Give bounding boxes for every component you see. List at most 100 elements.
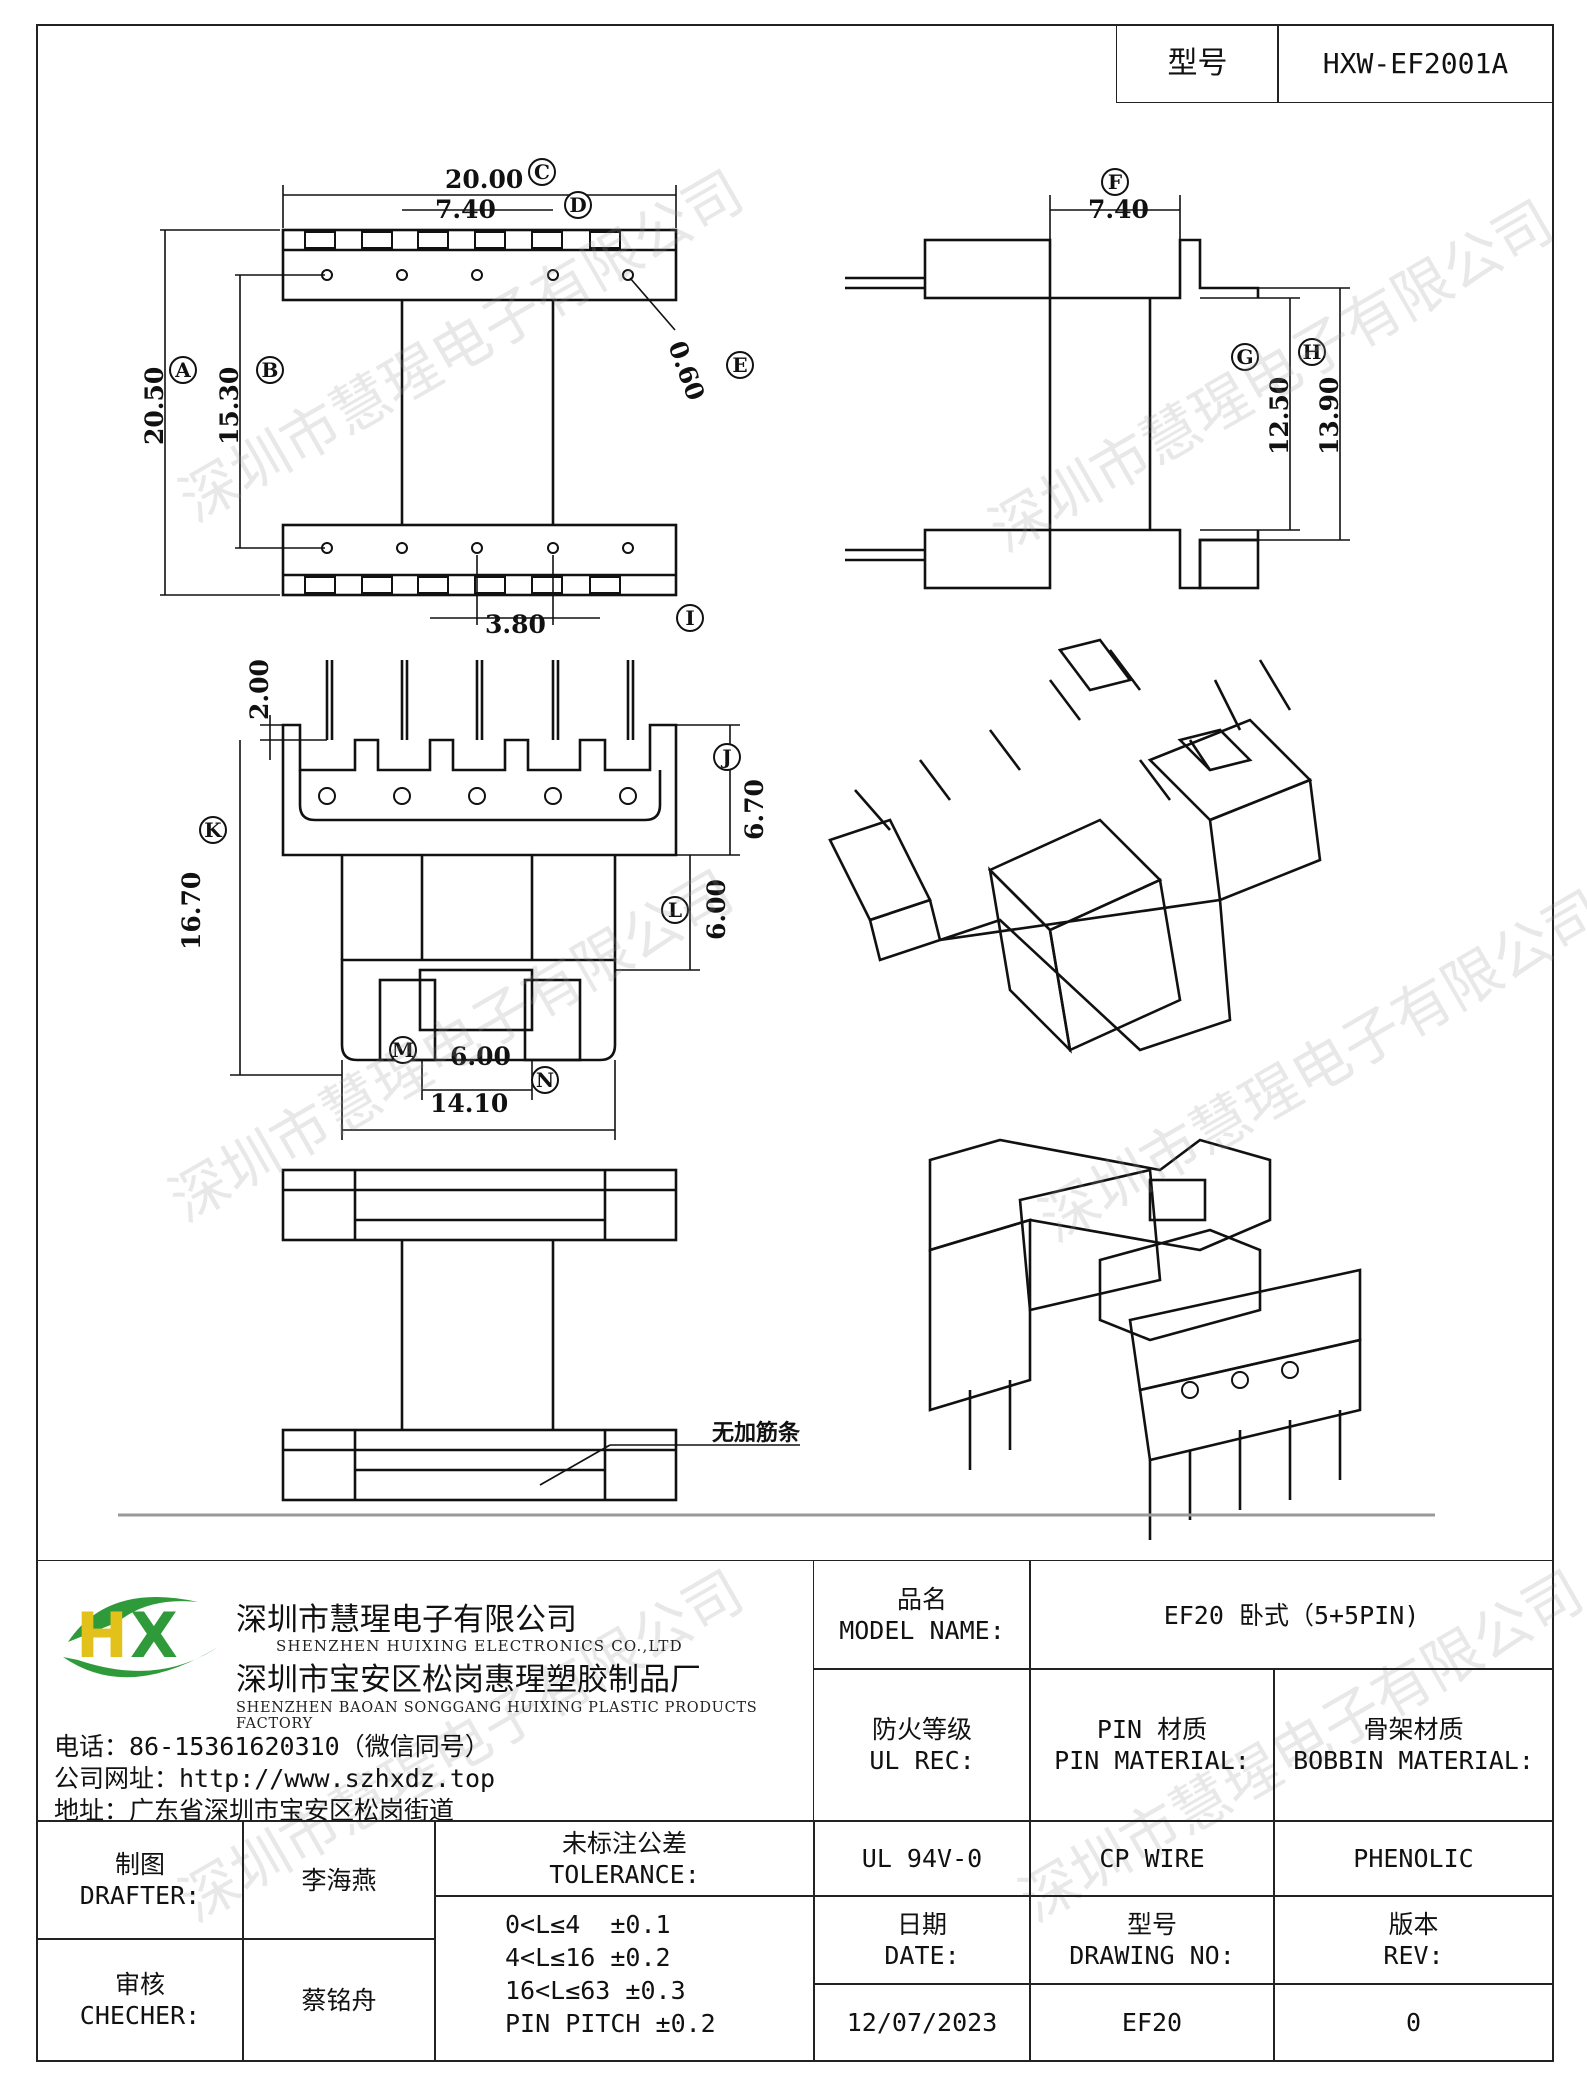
dim-side-outer: 13.90 [1315, 377, 1344, 455]
model-header-label-text: 型号 [1167, 46, 1228, 81]
tolerance-line-3: 16<L≤63 ±0.3 [505, 1976, 686, 2005]
marker-D: D [564, 191, 592, 219]
model-header-value-text: HXW-EF2001A [1322, 47, 1509, 80]
pin-material-label-cn: PIN 材质 [1096, 1715, 1208, 1744]
marker-N: N [531, 1066, 559, 1094]
company-phone: 电话：86-15361620310（微信同号） [54, 1732, 490, 1761]
drafter-value: 李海燕 [242, 1820, 436, 1940]
drawing-no-label-en: DRAWING NO: [1069, 1941, 1235, 1970]
date-label-en: DATE: [884, 1941, 960, 1970]
dim-side-pitch: 7.40 [1088, 195, 1149, 224]
checker-label-cn: 审核 [114, 1970, 165, 1999]
marker-K-text: K [204, 818, 222, 842]
logo-swoosh-top [68, 1597, 198, 1642]
company-website[interactable]: 公司网址：http://www.szhxdz.top [54, 1764, 496, 1793]
fire-label-en: UL REC: [869, 1746, 975, 1775]
factory-name-en: SHENZHEN BAOAN SONGGANG HUIXING PLASTIC … [236, 1700, 758, 1732]
dim-bottom-pitch: 3.80 [485, 610, 546, 639]
marker-D-text: D [569, 193, 586, 217]
company-logo: H X [63, 1597, 218, 1678]
marker-F: F [1101, 168, 1129, 196]
front-view [230, 660, 740, 1140]
dim-front-w-inner: 6.00 [450, 1042, 511, 1071]
marker-B: B [256, 356, 284, 384]
model-name-value: EF20 卧式（5+5PIN) [1029, 1560, 1554, 1670]
dim-front-pin: 2.00 [245, 659, 274, 720]
pin-material-label-en: PIN MATERIAL: [1054, 1746, 1250, 1775]
checker-label-en: CHECHER: [79, 2001, 201, 2030]
dim-pin-dia: 0.60 [662, 337, 710, 404]
top-view [160, 185, 678, 625]
marker-F-text: F [1108, 170, 1122, 194]
tolerance-values: 0<L≤4 ±0.1 4<L≤16 ±0.2 16<L≤63 ±0.3 PIN … [434, 1895, 815, 2062]
tolerance-label-cn: 未标注公差 [561, 1828, 687, 1858]
iso-view-bottom [928, 1138, 1362, 1540]
marker-M-text: M [392, 1038, 414, 1062]
bobbin-material-label-en: BOBBIN MATERIAL: [1293, 1746, 1534, 1775]
dim-height-inner: 15.30 [215, 367, 244, 445]
dim-top-width: 20.00 [445, 165, 523, 194]
logo-letter-h: H [76, 1599, 128, 1672]
company-name-en: SHENZHEN HUIXING ELECTRONICS CO.,LTD [276, 1637, 683, 1655]
marker-H: H [1298, 338, 1326, 366]
marker-I-text: I [685, 606, 694, 630]
fire-label-cn: 防火等级 [871, 1715, 972, 1744]
marker-J: J [713, 743, 741, 771]
date-value-text: 12/07/2023 [846, 2008, 998, 2037]
date-label-cn: 日期 [896, 1910, 947, 1939]
marker-J-text: J [720, 745, 731, 769]
dim-front-core: 6.00 [702, 879, 731, 940]
dim-front-height: 16.70 [177, 872, 206, 950]
marker-G-text: G [1236, 345, 1253, 369]
dim-side-inner: 12.50 [1265, 377, 1294, 455]
logo-letter-x: X [130, 1599, 178, 1672]
tolerance-line-1: 0<L≤4 ±0.1 [505, 1910, 671, 1939]
marker-I: I [676, 604, 704, 632]
logo-swoosh-bottom [63, 1647, 218, 1678]
model-header-label: 型号 [1116, 24, 1279, 103]
tolerance-line-2: 4<L≤16 ±0.2 [505, 1943, 671, 1972]
drafter-value-text: 李海燕 [301, 1865, 377, 1895]
rev-value: 0 [1273, 1983, 1554, 2062]
marker-A: A [169, 356, 197, 384]
drafter-label-cn: 制图 [114, 1850, 165, 1879]
dim-front-top: 6.70 [740, 779, 769, 840]
marker-K: K [199, 816, 227, 844]
rev-value-text: 0 [1405, 2008, 1422, 2037]
date-value: 12/07/2023 [813, 1983, 1031, 2062]
fire-value: UL 94V-0 [813, 1820, 1031, 1897]
model-header-value: HXW-EF2001A [1277, 24, 1554, 103]
marker-M: M [389, 1036, 417, 1064]
iso-view-top [828, 638, 1322, 1054]
rev-label-en: REV: [1383, 1941, 1444, 1970]
model-name-value-text: EF20 卧式（5+5PIN) [1163, 1600, 1420, 1630]
rev-label-cn: 版本 [1388, 1910, 1439, 1939]
marker-C: C [528, 158, 556, 186]
marker-C-text: C [534, 160, 550, 184]
drawing-no-value: EF20 [1029, 1983, 1275, 2062]
marker-E-text: E [732, 353, 747, 377]
pin-material-value: CP WIRE [1029, 1820, 1275, 1897]
marker-H-text: H [1303, 340, 1322, 364]
dim-front-w-outer: 14.10 [430, 1089, 508, 1118]
tolerance-line-4: PIN PITCH ±0.2 [505, 2009, 716, 2038]
model-name-label-cn: 品名 [896, 1585, 947, 1614]
company-cell [36, 1560, 815, 1822]
company-name-cn: 深圳市慧瑆电子有限公司 [236, 1602, 577, 1638]
drafter-label-en: DRAFTER: [79, 1881, 201, 1910]
company-block: H X 深圳市慧瑆电子有限公司 SHENZHEN HUIXING ELECTRO… [38, 1562, 813, 1825]
bobbin-material-value-text: PHENOLIC [1353, 1844, 1474, 1873]
annotation-no-rib: 无加筋条 [712, 1420, 801, 1446]
bobbin-material-label-cn: 骨架材质 [1363, 1715, 1464, 1744]
marker-A-text: A [174, 358, 191, 382]
